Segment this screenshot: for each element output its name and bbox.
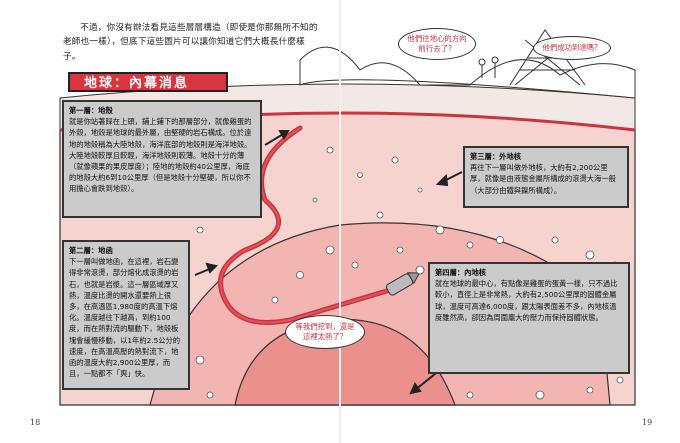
speech-bubble-left: 他們往地心的方向前行去了？	[398, 28, 476, 60]
section-title: 地球：內幕消息	[68, 72, 228, 92]
mantle-heading: 第二層：地函	[69, 246, 113, 255]
mantle-body: 下一層叫做地函，在這裡，岩石變得非常滾燙，部分熔化成滾燙的岩石，也就是岩漿。這一…	[69, 257, 181, 379]
outer-core-body: 再往下一層叫做外地核，大約有2,200公里厚，就像是由液態金屬所構成的滾燙大海一…	[470, 163, 616, 195]
page-number-left: 18	[30, 418, 41, 427]
outer-core-heading: 第三層：外地核	[470, 152, 522, 161]
page-number-right: 19	[642, 418, 653, 427]
inner-core-heading: 第四層：內地核	[435, 268, 487, 277]
crust-heading: 第一層：地殼	[69, 106, 113, 115]
inner-core-body: 就在地球的最中心，有點像是雞蛋的蛋黃一樣，只不過比較小，直徑上是非常熱，大約有2…	[435, 279, 618, 322]
crust-info-box: 第一層：地殼 就是你站著踩在上頭，鋪上鋪下的那層部分，就像雞蛋的外殼，地殼是地球…	[62, 100, 262, 218]
page-gutter	[339, 0, 341, 443]
intro-paragraph: 不過，你沒有辦法看見這些層層構造（即使是你那無所不知的老師也一樣），但底下這些圖…	[63, 22, 318, 62]
mantle-info-box: 第二層：地函 下一層叫做地函，在這裡，岩石變得非常滾燙，部分熔化成滾燙的岩石，也…	[62, 240, 190, 390]
speech-bubble-right: 他們成功到達嗎？	[533, 36, 611, 60]
outer-core-info-box: 第三層：外地核 再往下一層叫做外地核，大約有2,200公里厚，就像是由液態金屬所…	[463, 146, 629, 208]
inner-core-info-box: 第四層：內地核 就在地球的最中心，有點像是雞蛋的蛋黃一樣，只不過比較小，直徑上是…	[428, 262, 630, 374]
speech-bubble-drill: 等我們挖到，還是這裡太熱了？	[285, 315, 365, 349]
crust-body: 就是你站著踩在上頭，鋪上鋪下的那層部分，就像雞蛋的外殼，地殼是地球的最外層，由堅…	[69, 117, 252, 194]
